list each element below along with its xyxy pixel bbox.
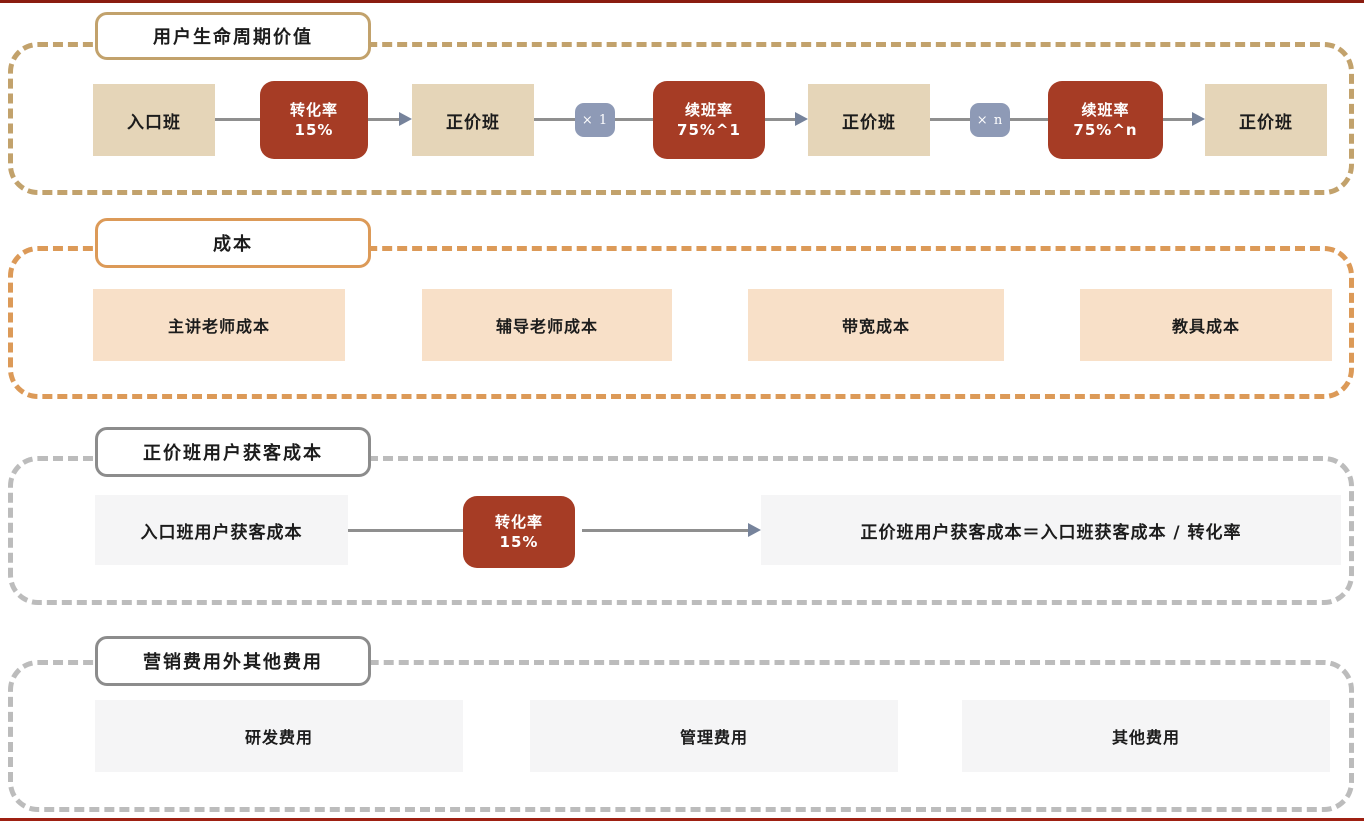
cost-section-title: 成本 [95, 218, 371, 268]
connector-line [765, 118, 797, 121]
renewal-rate-box-n: 续班率 75%^n [1048, 81, 1163, 159]
other-expenses-title-label: 营销费用外其他费用 [143, 652, 323, 673]
cac-conversion-rate-value: 15% [499, 533, 539, 551]
cac-formula-box: 正价班用户获客成本＝入口班获客成本 / 转化率 [761, 495, 1341, 565]
connector-line [215, 118, 260, 121]
full-price-class-label-1: 正价班 [446, 112, 500, 133]
cost-item-tutor: 辅导老师成本 [422, 289, 672, 361]
cac-section-frame [8, 456, 1354, 605]
cost-item-label: 主讲老师成本 [167, 317, 270, 336]
other-expenses-section-frame [8, 660, 1354, 812]
renewal-rate-value-n: 75%^n [1073, 121, 1138, 139]
cac-formula-label: 正价班用户获客成本＝入口班获客成本 / 转化率 [860, 522, 1242, 543]
arrowhead-icon [795, 112, 808, 126]
cost-item-bandwidth: 带宽成本 [748, 289, 1004, 361]
connector-line [582, 529, 750, 532]
full-price-class-box-3: 正价班 [1205, 84, 1327, 156]
arrowhead-icon [1192, 112, 1205, 126]
lifecycle-section-frame [8, 42, 1354, 195]
full-price-class-label-2: 正价班 [842, 112, 896, 133]
full-price-class-box-2: 正价班 [808, 84, 930, 156]
entry-class-label: 入口班 [127, 112, 181, 133]
cost-item-label: 辅导老师成本 [495, 317, 598, 336]
expense-item-label: 研发费用 [244, 728, 313, 747]
connector-line [368, 118, 404, 121]
renewal-rate-label-n: 续班率 [1081, 100, 1130, 119]
entry-class-cac-label: 入口班用户获客成本 [140, 522, 303, 543]
expense-item-label: 管理费用 [679, 728, 748, 747]
cac-conversion-rate-label: 转化率 [494, 512, 543, 531]
conversion-rate-box: 转化率 15% [260, 81, 368, 159]
expense-item-rd: 研发费用 [95, 700, 463, 772]
entry-class-box: 入口班 [93, 84, 215, 156]
renewal-rate-value-1: 75%^1 [677, 121, 741, 139]
multiplier-1-label: × 1 [581, 112, 609, 128]
top-rule [0, 0, 1364, 3]
expense-item-label: 其他费用 [1111, 728, 1180, 747]
multiplier-n-label: × n [976, 112, 1004, 128]
connector-line [348, 529, 470, 532]
cac-conversion-rate-box: 转化率 15% [463, 496, 575, 568]
bottom-rule [0, 818, 1364, 821]
cost-item-main-teacher: 主讲老师成本 [93, 289, 345, 361]
conversion-rate-value: 15% [294, 121, 334, 139]
cac-section-title: 正价班用户获客成本 [95, 427, 371, 477]
multiplier-n-chip: × n [970, 103, 1010, 137]
renewal-rate-box-1: 续班率 75%^1 [653, 81, 765, 159]
arrowhead-icon [399, 112, 412, 126]
expense-item-admin: 管理费用 [530, 700, 898, 772]
full-price-class-box-1: 正价班 [412, 84, 534, 156]
renewal-rate-label-1: 续班率 [684, 100, 733, 119]
cost-title-label: 成本 [213, 234, 253, 255]
other-expenses-section-title: 营销费用外其他费用 [95, 636, 371, 686]
cost-section-frame [8, 246, 1354, 399]
expense-item-other: 其他费用 [962, 700, 1330, 772]
full-price-class-label-3: 正价班 [1239, 112, 1293, 133]
lifecycle-title-label: 用户生命周期价值 [153, 27, 313, 48]
lifecycle-section-title: 用户生命周期价值 [95, 12, 371, 60]
multiplier-1-chip: × 1 [575, 103, 615, 137]
connector-line [1163, 118, 1193, 121]
conversion-rate-label: 转化率 [289, 100, 338, 119]
entry-class-cac-box: 入口班用户获客成本 [95, 495, 348, 565]
arrowhead-icon [748, 523, 761, 537]
cac-title-label: 正价班用户获客成本 [143, 443, 323, 464]
cost-item-label: 带宽成本 [841, 317, 910, 336]
cost-item-label: 教具成本 [1171, 317, 1240, 336]
cost-item-teaching-aids: 教具成本 [1080, 289, 1332, 361]
